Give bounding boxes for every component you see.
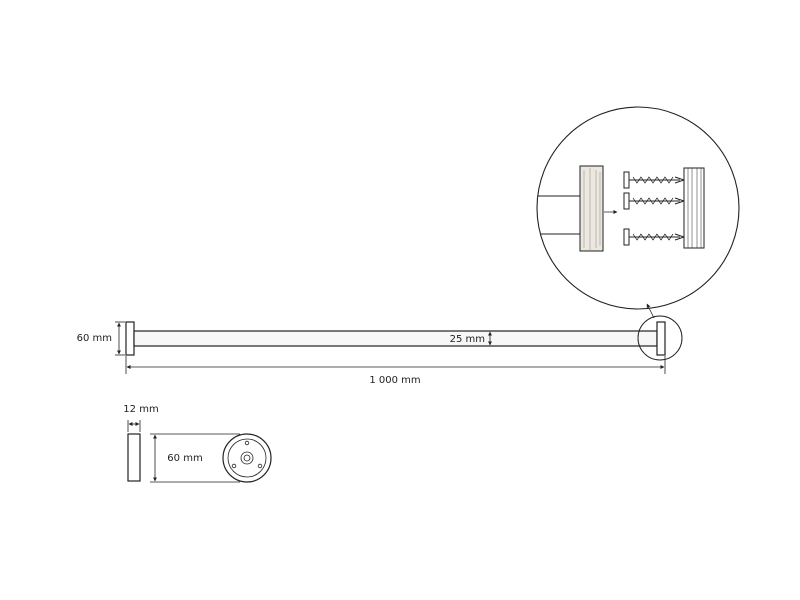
rail-tube	[133, 330, 658, 347]
height-label: 60 mm	[77, 333, 112, 344]
length-dimension	[125, 356, 666, 374]
screw-middle	[623, 192, 686, 210]
height-dimension	[115, 321, 125, 356]
front-view	[125, 315, 683, 361]
detail-view	[536, 106, 740, 310]
screw-top	[623, 171, 686, 189]
wall-section	[683, 167, 705, 249]
side-view	[127, 433, 141, 482]
length-label: 1 000 mm	[369, 375, 420, 386]
thickness-label: 12 mm	[123, 404, 158, 415]
screw-bottom	[623, 228, 686, 246]
left-end-cap	[125, 321, 135, 356]
detail-end-cap	[579, 165, 604, 252]
flange-view	[222, 433, 272, 483]
screw-hole-right	[257, 463, 263, 469]
detail-circle-large	[536, 106, 740, 310]
screw-hole-top	[244, 440, 250, 446]
right-end-cap	[656, 321, 666, 356]
flange-diameter-label: 60 mm	[167, 453, 202, 464]
end-cap-side	[127, 433, 141, 482]
flange-dimension	[150, 433, 240, 483]
flange-center-outer	[240, 451, 254, 465]
flange-center-inner	[243, 454, 251, 462]
detail-circle-small	[637, 315, 683, 361]
screw-hole-left	[231, 463, 237, 469]
flange-inner-ring	[227, 438, 267, 478]
flange-outer	[222, 433, 272, 483]
tube-diameter-label: 25 mm	[450, 334, 485, 345]
detail-leader	[646, 303, 655, 319]
thickness-dimension	[127, 420, 141, 432]
